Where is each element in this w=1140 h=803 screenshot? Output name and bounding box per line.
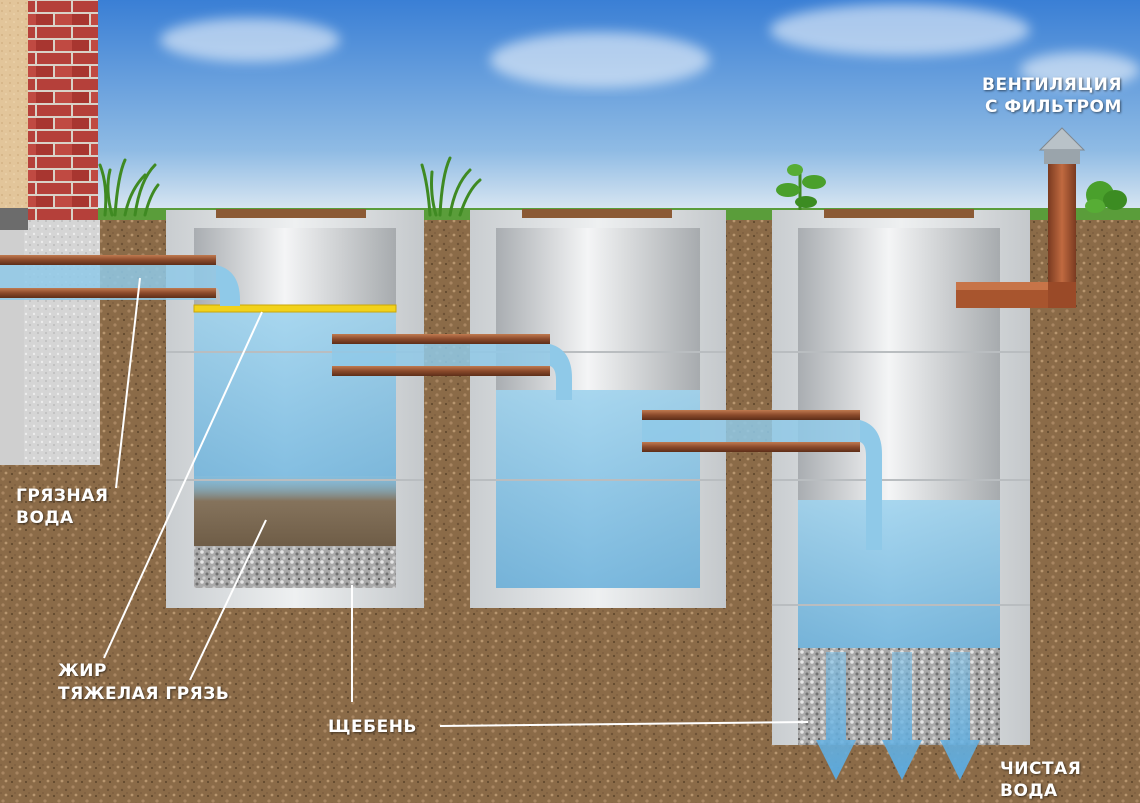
vent-cap-icon (1038, 127, 1086, 164)
tank-2-lid-strip (522, 209, 672, 218)
label-ventilation: ВЕНТИЛЯЦИЯ С ФИЛЬТРОМ (982, 74, 1122, 118)
ventilation-pipe (956, 160, 1076, 308)
leader-fat (103, 311, 263, 659)
overflow-pipe-1 (332, 334, 572, 400)
label-dirty-water-line2: ВОДА (16, 508, 74, 528)
label-ventilation-line1: ВЕНТИЛЯЦИЯ (982, 75, 1122, 95)
tank-3-water (798, 500, 1000, 650)
tank-1-lid-strip (216, 209, 366, 218)
leader-lines (103, 277, 809, 727)
leader-gravel-2 (439, 721, 809, 727)
tank-1-sludge (194, 476, 396, 548)
house (0, 0, 100, 465)
fat-layer (193, 304, 397, 313)
label-gravel: ЩЕБЕНЬ (328, 717, 417, 737)
foundation-cap (0, 208, 28, 230)
grass-tuft-icon (420, 156, 482, 217)
label-clean-water: ЧИСТАЯ ВОДА (1000, 758, 1081, 802)
label-dirty-water: ГРЯЗНАЯ ВОДА (16, 485, 108, 529)
tank-3-lid-strip (824, 209, 974, 218)
label-clean-water-line2: ВОДА (1000, 781, 1058, 801)
house-wall-lower (0, 215, 24, 465)
label-fat: ЖИР (58, 661, 107, 681)
leader-heavy-dirt (189, 519, 267, 681)
leader-dirty-water (115, 277, 141, 489)
house-wall-sand (0, 0, 28, 210)
clouds (160, 4, 1140, 88)
label-dirty-water-line1: ГРЯЗНАЯ (16, 486, 109, 506)
brick-wall-icon (28, 0, 98, 220)
plant-icon (776, 164, 826, 212)
plant-icon (1085, 181, 1127, 213)
flow-arrow-icon (816, 652, 980, 780)
label-clean-water-line1: ЧИСТАЯ (1000, 759, 1082, 779)
inlet-pipe (0, 255, 240, 306)
grass-tuft-icon (98, 158, 160, 217)
tank-1-gravel (194, 546, 396, 588)
tank-2 (470, 209, 726, 608)
label-ventilation-line2: С ФИЛЬТРОМ (984, 97, 1122, 117)
label-heavy-dirt: ТЯЖЕЛАЯ ГРЯЗЬ (58, 684, 230, 704)
overflow-pipe-2 (642, 410, 882, 550)
